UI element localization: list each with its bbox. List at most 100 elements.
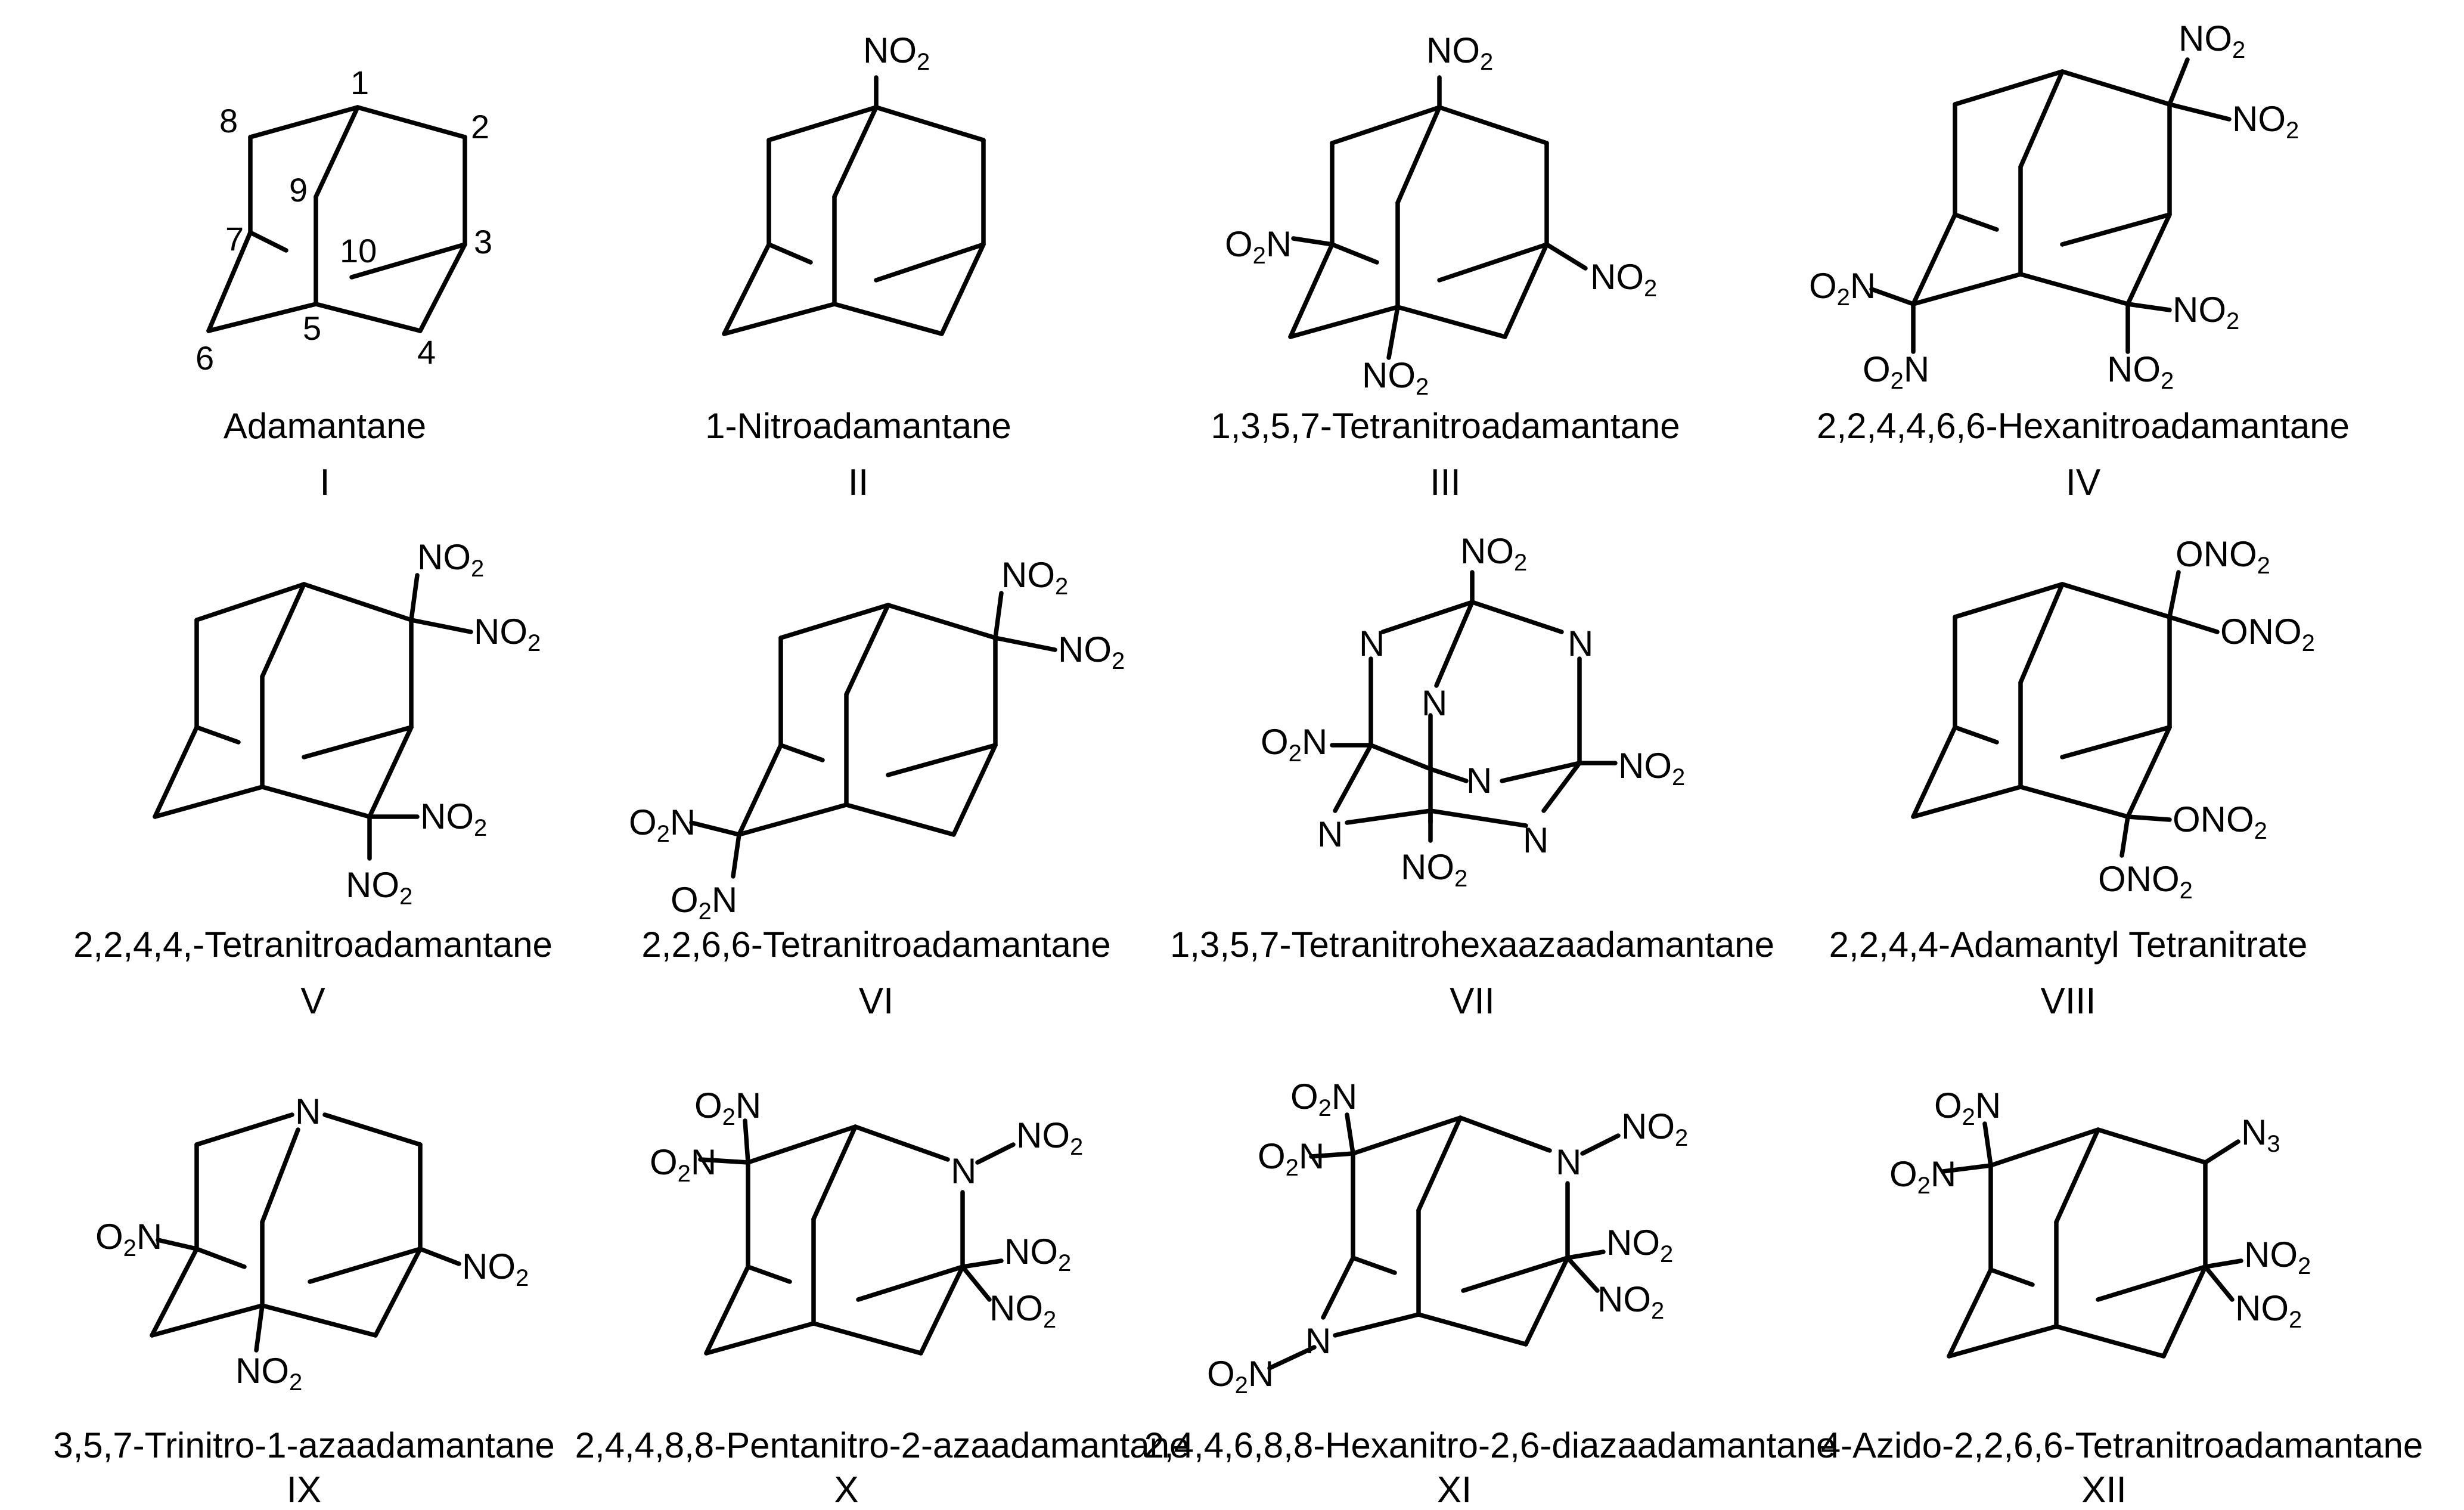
compound-numeral: I — [319, 462, 330, 503]
compound-name: 2,2,4,4,6,6-Hexanitroadamantane — [1817, 406, 2350, 446]
structure-IV: NO2 NO2 O2N NO2 O2N NO2 — [1809, 18, 2299, 394]
compound-numeral: III — [1430, 462, 1461, 503]
structure-VIII: ONO2 ONO2 ONO2 ONO2 — [1911, 534, 2315, 904]
nitro-group: NO2 — [1590, 257, 1657, 302]
nitrogen-atom: N — [295, 1092, 321, 1131]
nitro-group: NO2 — [1621, 1106, 1688, 1151]
compound-numeral: X — [834, 1469, 858, 1507]
nitro-group: NO2 — [1597, 1279, 1664, 1324]
nitro-group: O2N — [1225, 224, 1292, 269]
compound-numeral: IX — [287, 1469, 322, 1507]
compound-name: 4-Azido-2,2,6,6-Tetranitroadamantane — [1821, 1425, 2423, 1465]
nitro-group: NO2 — [989, 1288, 1056, 1333]
structure-X: N O2N O2N NO2 NO2 NO2 — [650, 1086, 1083, 1356]
nitro-group: NO2 — [1401, 847, 1467, 892]
nitrogen-atom: N — [951, 1151, 976, 1191]
compound-numeral: V — [300, 981, 325, 1022]
nitro-group: NO2 — [1016, 1115, 1083, 1160]
position-label: 4 — [417, 333, 436, 371]
structure-XII: O2N O2N N3 NO2 NO2 — [1889, 1086, 2311, 1359]
nitro-group: NO2 — [2235, 1288, 2302, 1333]
nitro-group: O2N — [1207, 1354, 1274, 1399]
structure-VII: NO2 N N N N N N O2N NO2 NO2 — [1261, 531, 1685, 892]
structure-VI: NO2 NO2 O2N O2N — [629, 555, 1125, 925]
nitro-group: NO2 — [417, 537, 484, 582]
nitrate-group: ONO2 — [2220, 612, 2315, 656]
position-label: 1 — [350, 64, 369, 101]
nitro-group: O2N — [650, 1142, 716, 1187]
nitro-group: NO2 — [420, 796, 487, 841]
nitrogen-atom: N — [1568, 624, 1593, 663]
nitro-group: NO2 — [1618, 746, 1685, 790]
nitrate-group: ONO2 — [2176, 534, 2270, 579]
nitro-group: NO2 — [462, 1247, 529, 1291]
structure-IX: N O2N NO2 NO2 — [95, 1092, 529, 1396]
nitro-group: NO2 — [1606, 1223, 1673, 1267]
nitro-group: NO2 — [1460, 531, 1527, 576]
nitro-group: NO2 — [1362, 355, 1429, 400]
compound-name: Adamantane — [224, 406, 426, 446]
nitro-group: O2N — [1934, 1086, 2001, 1130]
captions: Adamantane I 1-Nitroadamantane II 1,3,5,… — [53, 406, 2423, 1510]
structure-II: NO2 — [722, 30, 986, 336]
nitro-group: NO2 — [863, 30, 930, 75]
compound-name: 1-Nitroadamantane — [705, 406, 1011, 446]
nitro-group: O2N — [1863, 349, 1929, 394]
compound-name: 2,2,6,6-Tetranitroadamantane — [641, 925, 1110, 965]
compound-numeral: IV — [2066, 462, 2101, 503]
nitro-group: O2N — [629, 802, 696, 847]
nitro-group: NO2 — [1001, 555, 1068, 600]
nitrogen-atom: N — [1556, 1142, 1581, 1182]
nitro-group: O2N — [1889, 1154, 1956, 1199]
nitrogen-atom: N — [1523, 820, 1548, 860]
nitro-group: NO2 — [2244, 1235, 2311, 1279]
nitro-group: NO2 — [2232, 99, 2299, 144]
nitro-group: NO2 — [346, 865, 412, 910]
nitro-group: O2N — [1258, 1136, 1324, 1181]
nitro-group: O2N — [1290, 1077, 1357, 1121]
nitrate-group: ONO2 — [2173, 799, 2267, 844]
compound-numeral: XI — [1437, 1469, 1472, 1507]
position-label: 2 — [471, 108, 489, 145]
structure-III: NO2 O2N NO2 NO2 — [1225, 30, 1657, 400]
compound-name: 3,5,7-Trinitro-1-azaadamantane — [53, 1425, 555, 1465]
nitro-group: NO2 — [2107, 349, 2174, 394]
structure-V: NO2 NO2 NO2 NO2 — [153, 537, 541, 910]
position-label: 6 — [195, 339, 214, 377]
nitro-group: NO2 — [235, 1351, 302, 1396]
nitro-group: NO2 — [2173, 290, 2239, 334]
nitro-group: O2N — [694, 1086, 761, 1130]
compound-numeral: VI — [859, 981, 894, 1022]
nitro-group: NO2 — [2179, 18, 2245, 63]
structure-I: 1 2 3 4 5 6 7 8 9 10 — [195, 64, 492, 377]
compound-name: 2,2,4,4,-Tetranitroadamantane — [73, 925, 553, 965]
nitrogen-atom: N — [1466, 761, 1492, 801]
compound-numeral: II — [848, 462, 868, 503]
compound-name: 2,4,4,8,8-Pentanitro-2-azaadamantane — [575, 1425, 1190, 1465]
nitro-group: NO2 — [474, 612, 541, 656]
structure-XI: N N O2N O2N NO2 NO2 NO2 O2N — [1207, 1077, 1688, 1399]
nitrogen-atom: N — [1422, 683, 1447, 723]
nitrogen-atom: N — [1305, 1321, 1331, 1361]
position-label: 8 — [219, 102, 238, 139]
compound-numeral: VII — [1450, 981, 1495, 1022]
compound-name: 1,3,5,7-Tetranitroadamantane — [1211, 406, 1680, 446]
nitro-group: NO2 — [1004, 1232, 1071, 1276]
azide-group: N3 — [2241, 1112, 2280, 1157]
position-label: 5 — [303, 309, 321, 347]
compound-numeral: XII — [2081, 1469, 2127, 1507]
nitrogen-atom: N — [1317, 814, 1343, 854]
compound-name: 2,4,4,6,8,8-Hexanitro-2,6-diazaadamantan… — [1144, 1425, 1836, 1465]
nitro-group: NO2 — [1058, 630, 1125, 674]
nitrate-group: ONO2 — [2098, 859, 2193, 904]
nitrogen-atom: N — [1359, 624, 1385, 663]
position-label: 7 — [225, 220, 244, 258]
position-label: 10 — [340, 232, 377, 269]
nitro-group: NO2 — [1426, 30, 1493, 75]
compound-name: 2,2,4,4-Adamantyl Tetranitrate — [1829, 925, 2308, 965]
nitro-group: O2N — [95, 1217, 162, 1261]
position-label: 9 — [289, 171, 308, 209]
position-label: 3 — [474, 223, 492, 261]
